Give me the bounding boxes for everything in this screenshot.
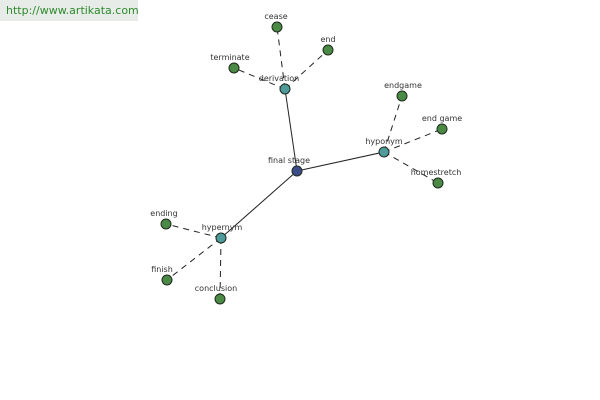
node-label-final-stage[interactable]: final stage <box>268 156 310 165</box>
node-ending[interactable] <box>160 218 172 230</box>
edge-hypernym-to-ending <box>165 223 222 239</box>
node-hyponym[interactable] <box>378 146 390 158</box>
node-end[interactable] <box>322 44 334 56</box>
graph-labels: final stage derivation hyponym hypernym ceas… <box>150 12 462 293</box>
node-label-ending[interactable]: ending <box>150 209 177 218</box>
node-label-end[interactable]: end <box>320 35 335 44</box>
node-derivation[interactable] <box>279 83 291 95</box>
edge-hypernym-to-finish <box>166 237 222 281</box>
node-label-derivation[interactable]: derivation <box>259 74 299 83</box>
node-end-game[interactable] <box>436 123 448 135</box>
node-label-conclusion[interactable]: conclusion <box>195 284 237 293</box>
node-label-finish[interactable]: finish <box>151 265 173 274</box>
edge-final-stage-to-derivation <box>284 88 298 172</box>
node-hypernym[interactable] <box>215 232 227 244</box>
node-endgame[interactable] <box>396 90 408 102</box>
edge-final-stage-to-hyponym <box>296 151 385 172</box>
node-label-end-game[interactable]: end game <box>422 114 462 123</box>
node-label-terminate[interactable]: terminate <box>210 53 249 62</box>
node-cease[interactable] <box>271 21 283 33</box>
graph-nodes <box>160 21 448 305</box>
node-terminate[interactable] <box>228 62 240 74</box>
graph-edges <box>165 26 443 300</box>
node-label-cease[interactable]: cease <box>264 12 287 21</box>
edge-hyponym-to-endgame <box>383 95 403 153</box>
edge-derivation-to-end <box>284 49 329 90</box>
node-label-hyponym[interactable]: hyponym <box>365 137 403 146</box>
node-conclusion[interactable] <box>214 293 226 305</box>
node-label-homestretch[interactable]: homestretch <box>411 168 462 177</box>
node-final-stage[interactable] <box>291 165 303 177</box>
node-finish[interactable] <box>161 274 173 286</box>
edge-derivation-to-terminate <box>233 67 286 90</box>
edge-final-stage-to-hypernym <box>220 170 298 239</box>
node-homestretch[interactable] <box>432 177 444 189</box>
node-label-hypernym[interactable]: hypernym <box>202 223 243 232</box>
node-label-endgame[interactable]: endgame <box>384 81 422 90</box>
site-url-banner[interactable]: http://www.artikata.com <box>0 0 139 21</box>
